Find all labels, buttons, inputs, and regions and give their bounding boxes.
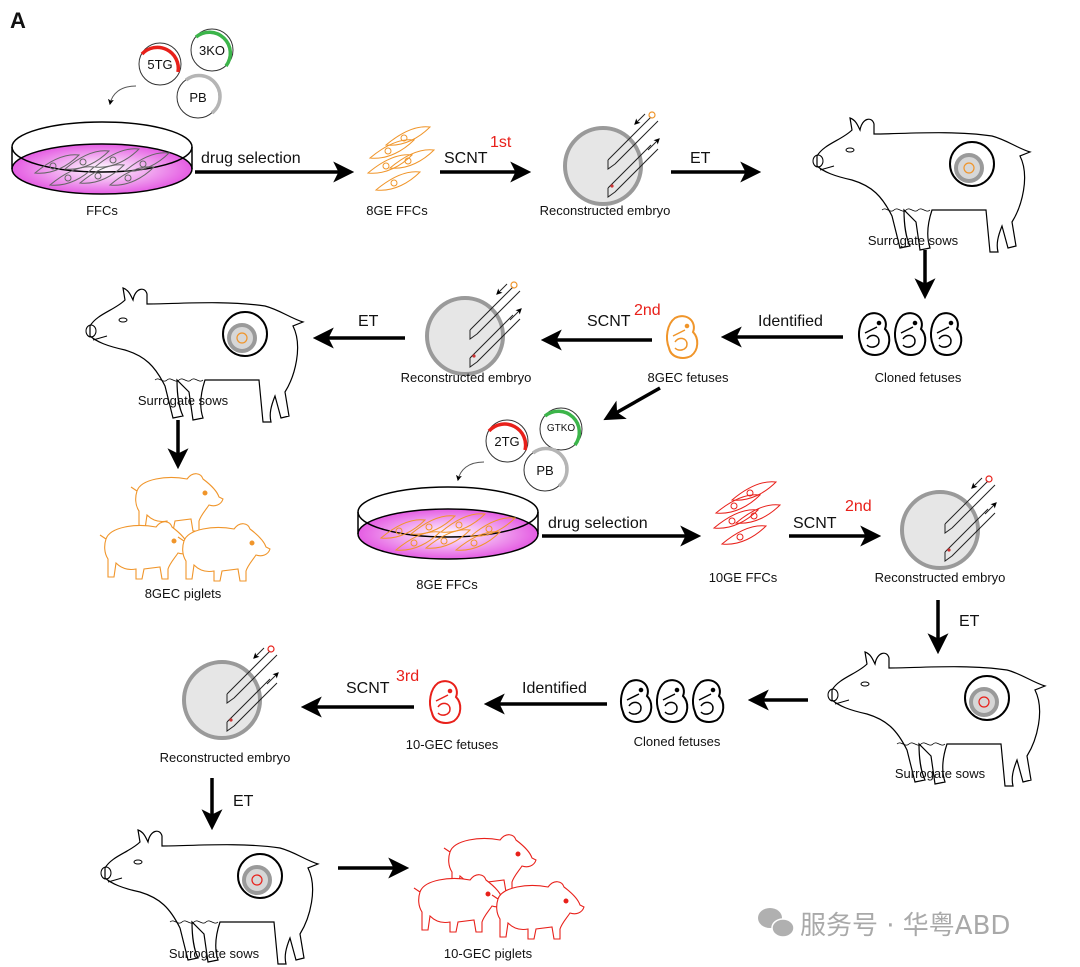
label-reconstructed-embryo-3: Reconstructed embryo bbox=[874, 570, 1006, 585]
label-surrogate-sows-3: Surrogate sows bbox=[894, 766, 986, 781]
order-label-3rd: 3rd bbox=[396, 668, 420, 685]
label-ffcs: FFCs bbox=[86, 203, 118, 218]
label-10gec-piglets: 10-GEC piglets bbox=[443, 946, 533, 961]
label-surrogate-sows-2: Surrogate sows bbox=[137, 393, 229, 408]
order-label-1st: 1st bbox=[490, 134, 512, 151]
plasmid-pb bbox=[176, 73, 222, 119]
label-8ge-ffcs-1: 8GE FFCs bbox=[366, 203, 428, 218]
fetus-8gec bbox=[666, 315, 699, 359]
label-reconstructed-embryo-4: Reconstructed embryo bbox=[159, 750, 291, 765]
arrow-label-drug-selection-2: drug selection bbox=[548, 515, 648, 532]
plasmid-label-2tg: 2TG bbox=[494, 434, 520, 449]
reconstructed-embryo-2 bbox=[427, 281, 521, 374]
arrow-label-et-2: ET bbox=[358, 313, 379, 330]
label-reconstructed-embryo-2: Reconstructed embryo bbox=[400, 370, 532, 385]
surrogate-sow-1 bbox=[811, 116, 1032, 254]
arrow-label-identified-1: Identified bbox=[758, 313, 823, 330]
surrogate-sow-4 bbox=[99, 828, 320, 966]
arrow-label-et-4: ET bbox=[233, 793, 254, 810]
plasmid-pb-2 bbox=[523, 446, 569, 492]
arrow-label-scnt-4: SCNT bbox=[346, 680, 390, 697]
plasmid-label-pb-2: PB bbox=[536, 463, 554, 478]
label-10gec-fetuses: 10-GEC fetuses bbox=[405, 737, 499, 752]
plasmid-2tg bbox=[485, 419, 529, 463]
reconstructed-embryo-4 bbox=[184, 645, 278, 738]
plasmid-label-5tg: 5TG bbox=[147, 57, 173, 72]
piglets-8gec bbox=[99, 473, 271, 582]
label-cloned-fetuses-1: Cloned fetuses bbox=[874, 370, 962, 385]
cells-10ge-ffcs bbox=[713, 481, 781, 545]
plasmid-3ko bbox=[190, 28, 234, 72]
reconstructed-embryo-3 bbox=[902, 475, 996, 568]
label-8gec-piglets: 8GEC piglets bbox=[144, 586, 222, 601]
petri-dish-8ge-ffcs bbox=[357, 486, 539, 560]
transfection-arrow-1 bbox=[108, 85, 137, 106]
label-reconstructed-embryo-1: Reconstructed embryo bbox=[539, 203, 671, 218]
petri-dish-ffcs bbox=[11, 121, 193, 195]
label-10ge-ffcs: 10GE FFCs bbox=[708, 570, 778, 585]
label-surrogate-sows-1: Surrogate sows bbox=[867, 233, 959, 248]
watermark: 服务号 · 华粤ABD bbox=[800, 911, 1011, 941]
arrow-label-identified-2: Identified bbox=[522, 680, 587, 697]
label-surrogate-sows-4: Surrogate sows bbox=[168, 946, 260, 961]
wechat-icon bbox=[758, 908, 795, 938]
fetus-10gec bbox=[429, 680, 462, 724]
panel-label: A bbox=[10, 8, 26, 33]
arrow-label-scnt-3: SCNT bbox=[793, 515, 837, 532]
plasmid-5tg bbox=[138, 42, 182, 86]
plasmid-label-pb: PB bbox=[189, 90, 207, 105]
surrogate-sow-2 bbox=[84, 286, 305, 424]
plasmid-label-3ko: 3KO bbox=[198, 43, 226, 58]
plasmid-gtko bbox=[539, 407, 583, 451]
label-cloned-fetuses-2: Cloned fetuses bbox=[633, 734, 721, 749]
cloned-fetuses-2 bbox=[620, 679, 725, 723]
arrow-label-et-1: ET bbox=[690, 150, 711, 167]
arrow-label-et-3: ET bbox=[959, 613, 980, 630]
transfection-arrow-2 bbox=[456, 461, 485, 482]
plasmid-label-gtko: GTKO bbox=[546, 423, 576, 434]
reconstructed-embryo-1 bbox=[565, 111, 659, 204]
label-8ge-ffcs-2: 8GE FFCs bbox=[416, 577, 478, 592]
order-label-2nd-b: 2nd bbox=[845, 498, 872, 515]
cloned-fetuses-1 bbox=[858, 312, 963, 356]
arrow-diagonal bbox=[603, 386, 661, 421]
arrow-label-scnt-2: SCNT bbox=[587, 313, 631, 330]
surrogate-sow-3 bbox=[826, 650, 1047, 788]
piglets-10gec bbox=[413, 834, 585, 940]
arrow-label-drug-selection-1: drug selection bbox=[201, 150, 301, 167]
arrow-label-scnt-1: SCNT bbox=[444, 150, 488, 167]
label-8gec-fetuses: 8GEC fetuses bbox=[647, 370, 729, 385]
cells-8ge-ffcs bbox=[367, 126, 435, 191]
order-label-2nd-a: 2nd bbox=[634, 302, 661, 319]
